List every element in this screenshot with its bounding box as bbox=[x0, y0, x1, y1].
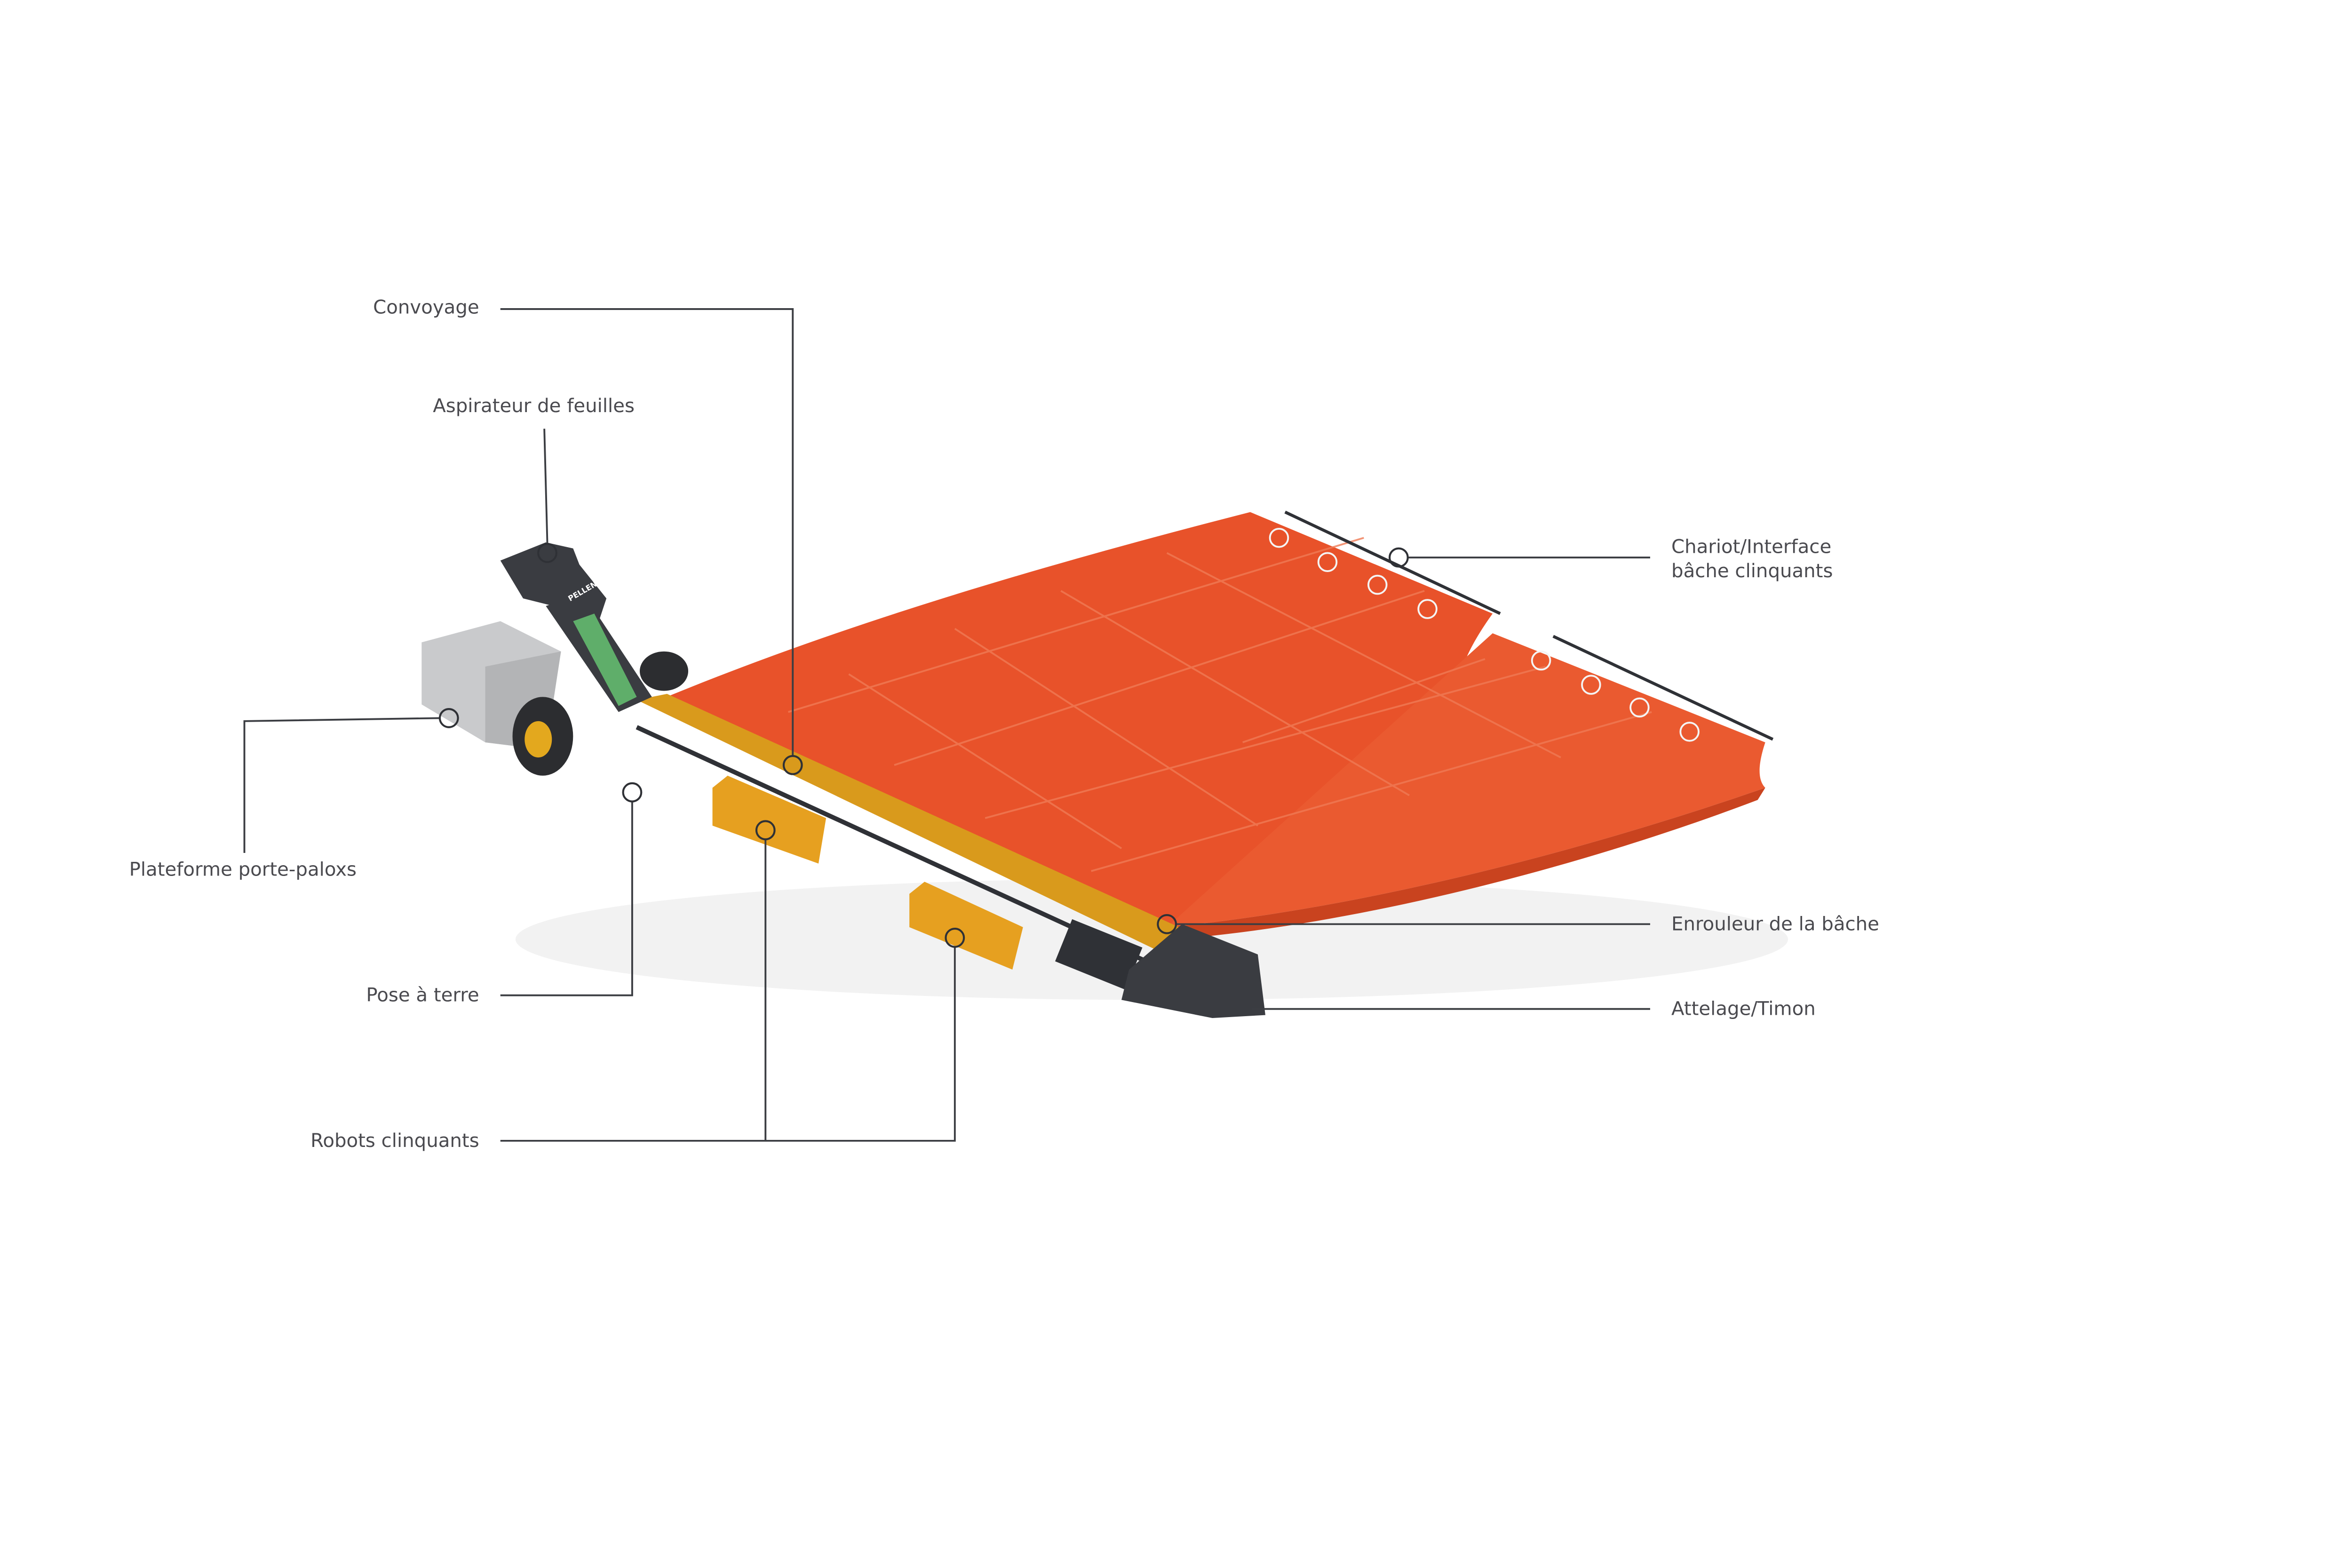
label-chariot-line2: bâche clinquants bbox=[1671, 560, 1833, 582]
label-aspirateur: Aspirateur de feuilles bbox=[433, 395, 635, 417]
tarp-right bbox=[1167, 633, 1765, 927]
robot-1 bbox=[712, 775, 826, 864]
label-pose: Pose à terre bbox=[366, 985, 479, 1006]
hitch bbox=[1121, 924, 1265, 1019]
label-convoyage: Convoyage bbox=[373, 297, 479, 318]
machine-illustration: PELLENC bbox=[421, 510, 1788, 1019]
leaf-vacuum bbox=[500, 542, 584, 606]
label-attelage: Attelage/Timon bbox=[1671, 998, 1816, 1020]
label-enrouleur: Enrouleur de la bâche bbox=[1671, 913, 1879, 935]
label-chariot-line1: Chariot/Interface bbox=[1671, 536, 1831, 557]
callout-lines bbox=[243, 308, 1650, 1142]
main-beam bbox=[636, 693, 1213, 970]
robot-2 bbox=[909, 882, 1023, 970]
label-plateforme: Plateforme porte-paloxs bbox=[129, 859, 357, 880]
label-robots: Robots clinquants bbox=[310, 1130, 479, 1152]
